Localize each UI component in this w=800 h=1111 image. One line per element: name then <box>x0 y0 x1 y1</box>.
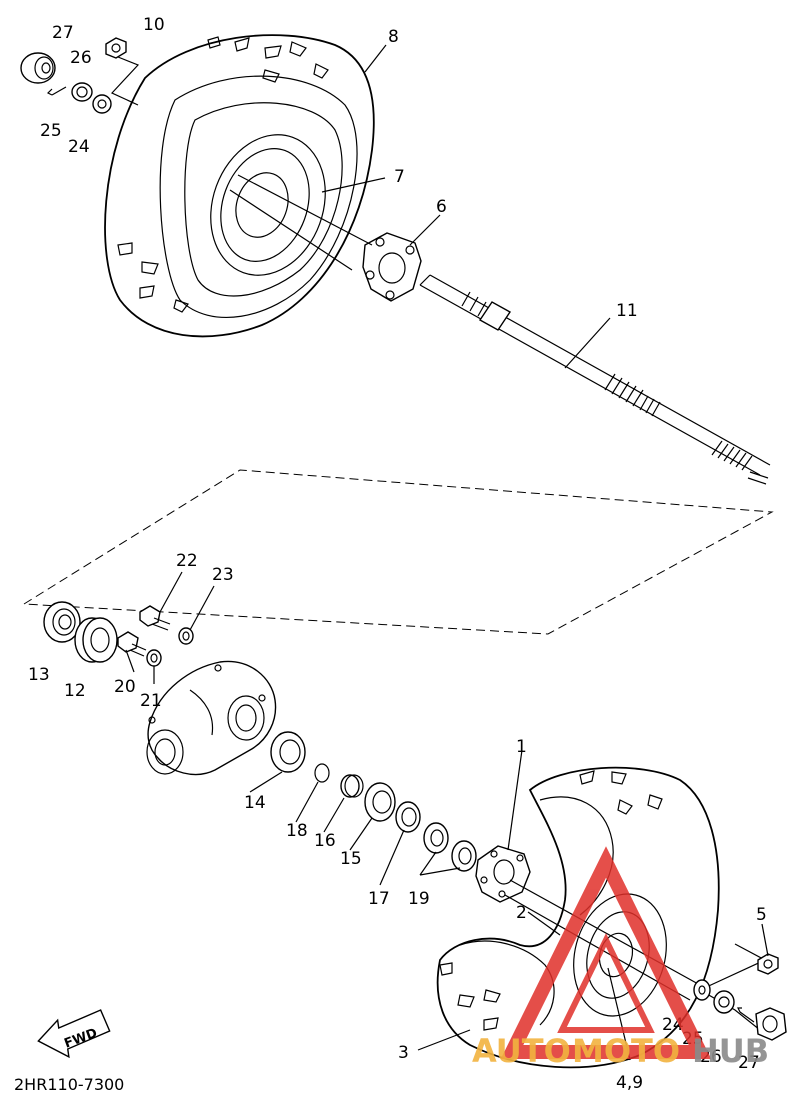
label-2: 2 <box>516 903 527 923</box>
oil-seal-15 <box>364 782 396 822</box>
oil-seal-13 <box>43 601 81 643</box>
label-7: 7 <box>394 167 405 187</box>
label-6: 6 <box>436 197 447 217</box>
label-8: 8 <box>388 27 399 47</box>
label-3: 3 <box>398 1043 409 1063</box>
top-tire-tread-blocks <box>117 36 329 313</box>
label-26-top: 26 <box>70 48 92 68</box>
collar-16 <box>340 774 364 798</box>
label-5: 5 <box>756 905 767 925</box>
top-hub <box>362 232 422 302</box>
label-20: 20 <box>114 677 136 697</box>
top-hardware-leader <box>110 56 140 106</box>
watermark-word-moto: MOTO <box>572 1032 680 1070</box>
figure-code: 2HR110-7300 <box>14 1075 124 1094</box>
washer-top <box>92 94 112 114</box>
rear-hub-1 <box>475 845 531 903</box>
final-gear-case <box>146 660 277 776</box>
label-13: 13 <box>28 665 50 685</box>
bolt-22 <box>139 605 171 631</box>
label-25-top: 25 <box>40 121 62 141</box>
rear-axle <box>419 274 771 485</box>
watermark-text: AUTO MOTO HUB <box>472 1032 769 1070</box>
nut-10 <box>105 37 127 59</box>
label-11: 11 <box>616 301 638 321</box>
part-number-labels: 27 10 26 25 24 8 7 6 11 22 23 13 12 20 2… <box>28 15 767 1093</box>
wheel-cap-top <box>20 52 56 84</box>
label-leaders <box>125 44 769 1061</box>
nut-5 <box>757 953 779 975</box>
ring-17 <box>395 801 421 833</box>
label-27-top: 27 <box>52 23 74 43</box>
label-23: 23 <box>212 565 234 585</box>
cotter-pin-bottom <box>737 1007 755 1023</box>
oil-seal-14 <box>270 731 306 773</box>
label-16: 16 <box>314 831 336 851</box>
label-12: 12 <box>64 681 86 701</box>
cotter-pin-top <box>46 86 67 96</box>
watermark-logo <box>500 846 712 1059</box>
label-19: 19 <box>408 889 430 909</box>
watermark-word-auto: AUTO <box>472 1032 571 1070</box>
label-27-bottom: 27 <box>738 1053 760 1073</box>
label-14: 14 <box>244 793 266 813</box>
assembly-dashed-outline <box>22 469 774 635</box>
bolt-20 <box>117 631 147 657</box>
top-wheel-tire <box>104 34 375 338</box>
label-1: 1 <box>516 737 527 757</box>
bottom-tire-tread-blocks <box>439 770 663 1031</box>
label-15: 15 <box>340 849 362 869</box>
label-22: 22 <box>176 551 198 571</box>
seal-pair-19 <box>423 822 477 872</box>
castle-nut-bottom <box>713 990 735 1014</box>
label-24-top: 24 <box>68 137 90 157</box>
washer-bottom <box>693 979 711 1001</box>
wheel-stud-lines <box>229 174 373 271</box>
label-18: 18 <box>286 821 308 841</box>
fwd-arrow: FWD <box>37 1009 111 1059</box>
wheel-cap-bottom <box>755 1007 787 1041</box>
bearing-12 <box>74 617 118 663</box>
castle-nut-top <box>71 82 93 102</box>
label-10: 10 <box>143 15 165 35</box>
washer-23 <box>178 627 194 645</box>
watermark-word-hub: HUB <box>692 1032 769 1070</box>
washer-21 <box>146 649 162 667</box>
o-ring-18 <box>314 763 330 783</box>
label-21: 21 <box>140 691 162 711</box>
label-17: 17 <box>368 889 390 909</box>
label-4-9: 4,9 <box>616 1073 643 1093</box>
